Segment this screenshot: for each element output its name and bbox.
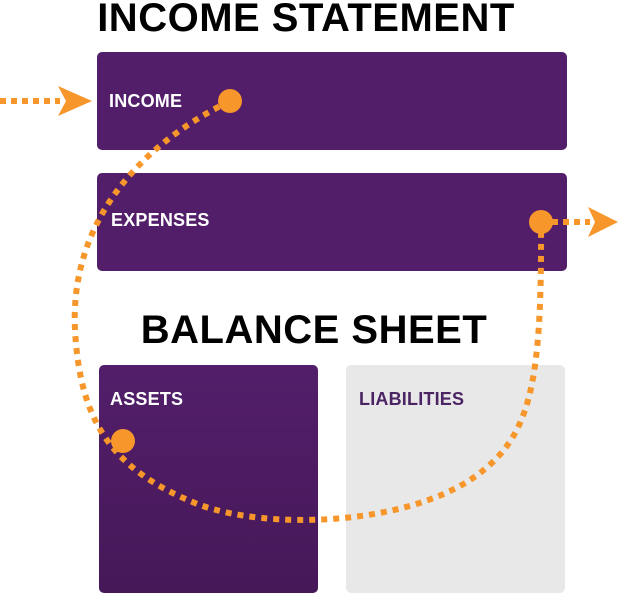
assets-label: ASSETS [110, 389, 184, 409]
income-node-icon [218, 89, 242, 113]
expenses-node-icon [529, 210, 553, 234]
assets-node-icon [111, 429, 135, 453]
balance-sheet-title: BALANCE SHEET [140, 308, 488, 352]
inflow-arrow-icon [0, 86, 92, 116]
assets-box [99, 365, 318, 593]
expenses-label: EXPENSES [111, 210, 210, 230]
expenses-box [97, 173, 567, 271]
liabilities-label: LIABILITIES [359, 389, 465, 409]
income-label: INCOME [109, 91, 183, 111]
outflow-arrow-icon [541, 207, 618, 237]
flow-path [71, 98, 545, 523]
income-statement-title: INCOME STATEMENT [97, 0, 515, 40]
